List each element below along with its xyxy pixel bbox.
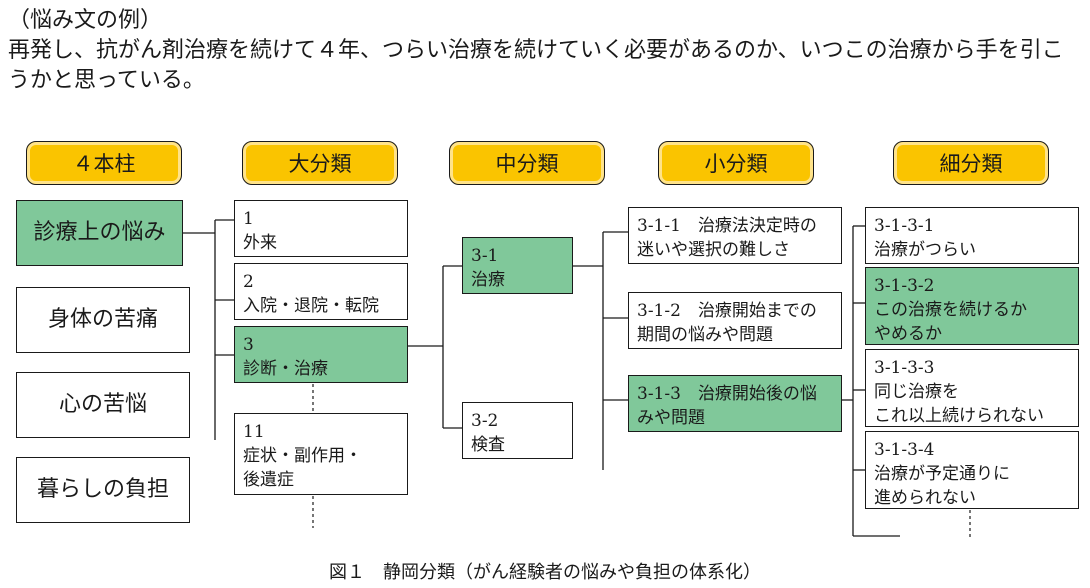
detail-item-3-1-3-3: 3-1-3-3 同じ治療を これ以上続けられない	[865, 349, 1079, 427]
figure-caption: 図１ 静岡分類（がん経験者の悩みや負担の体系化）	[329, 562, 761, 583]
middle-label: 治療	[471, 270, 505, 290]
header-pillars: ４本柱	[26, 141, 182, 185]
example-sentence: 再発し、抗がん剤治療を続けて４年、つらい治療を続けていく必要があるのか、いつこの…	[8, 38, 1064, 93]
major-code: 2	[243, 272, 254, 292]
header-major: 大分類	[242, 141, 398, 185]
major-code: 1	[243, 209, 254, 229]
detail-item-3-1-3-1: 3-1-3-1 治療がつらい	[865, 207, 1079, 264]
minor-code: 3-1-3	[637, 384, 681, 404]
major-label: 診断・治療	[243, 359, 328, 379]
major-code: 3	[243, 335, 254, 355]
minor-item-3-1-1: 3-1-1 治療法決定時の 迷いや選択の難しさ	[628, 207, 842, 264]
detail-code: 3-1-3-4	[874, 440, 935, 460]
minor-label: 治療法決定時の 迷いや選択の難しさ	[637, 216, 817, 260]
major-item-1: 1 外来	[234, 200, 408, 257]
minor-entry: 3-1-3 治療開始後の悩 みや問題	[637, 382, 833, 430]
major-item-3: 3 診断・治療	[234, 326, 408, 383]
major-item-2: 2 入院・退院・転院	[234, 263, 408, 320]
detail-label: 治療がつらい	[874, 240, 976, 260]
minor-code: 3-1-1	[637, 216, 681, 236]
major-label: 症状・副作用・ 後遺症	[243, 446, 362, 490]
middle-item-3-1: 3-1 治療	[462, 237, 573, 294]
minor-label: 治療開始後の悩 みや問題	[637, 384, 817, 428]
detail-label: 治療が予定通りに 進められない	[874, 464, 1010, 508]
minor-entry: 3-1-2 治療開始までの 期間の悩みや問題	[637, 299, 833, 347]
pillar-medical-care: 診療上の悩み	[16, 200, 183, 266]
minor-label: 治療開始までの 期間の悩みや問題	[637, 301, 817, 345]
detail-code: 3-1-3-3	[874, 358, 935, 378]
middle-code: 3-2	[471, 411, 499, 431]
detail-code: 3-1-3-2	[874, 276, 935, 296]
middle-code: 3-1	[471, 246, 499, 266]
major-item-11: 11 症状・副作用・ 後遺症	[234, 413, 408, 495]
minor-item-3-1-3: 3-1-3 治療開始後の悩 みや問題	[628, 375, 842, 432]
detail-label: 同じ治療を これ以上続けられない	[874, 382, 1044, 426]
minor-code: 3-1-2	[637, 301, 681, 321]
intro-text-block: （悩み文の例） 再発し、抗がん剤治療を続けて４年、つらい治療を続けていく必要があ…	[8, 6, 1083, 96]
minor-item-3-1-2: 3-1-2 治療開始までの 期間の悩みや問題	[628, 292, 842, 349]
major-label: 入院・退院・転院	[243, 296, 379, 316]
example-label: （悩み文の例）	[8, 8, 163, 33]
pillar-physical-pain: 身体の苦痛	[16, 287, 190, 353]
pillar-mental-distress: 心の苦悩	[16, 372, 190, 438]
header-middle: 中分類	[449, 141, 605, 185]
major-code: 11	[243, 422, 265, 442]
detail-item-3-1-3-2: 3-1-3-2 この治療を続けるか やめるか	[865, 267, 1079, 345]
major-label: 外来	[243, 233, 277, 253]
detail-item-3-1-3-4: 3-1-3-4 治療が予定通りに 進められない	[865, 431, 1079, 509]
header-minor: 小分類	[658, 141, 814, 185]
middle-item-3-2: 3-2 検査	[462, 402, 573, 459]
minor-entry: 3-1-1 治療法決定時の 迷いや選択の難しさ	[637, 214, 833, 262]
pillar-living-burden: 暮らしの負担	[16, 457, 190, 523]
middle-label: 検査	[471, 435, 505, 455]
detail-code: 3-1-3-1	[874, 216, 935, 236]
detail-label: この治療を続けるか やめるか	[874, 300, 1027, 344]
header-detail: 細分類	[893, 141, 1049, 185]
